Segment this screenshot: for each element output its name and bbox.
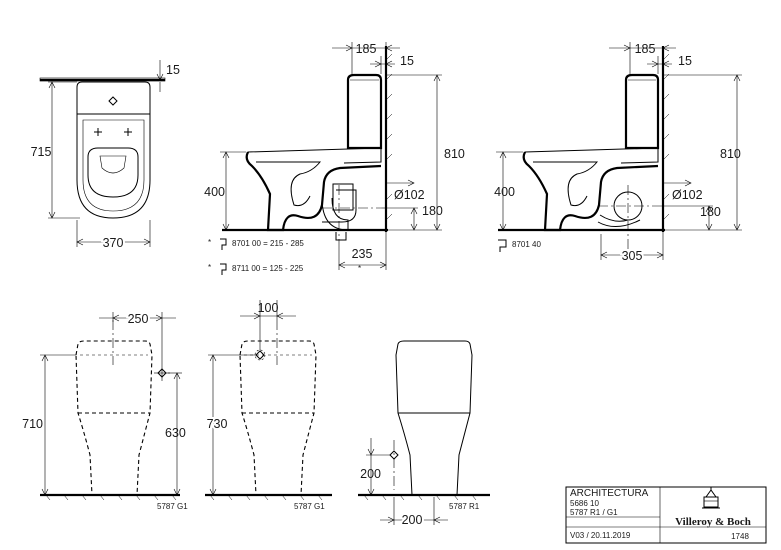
bowl-side [245,151,382,232]
p-star-1: * [208,238,211,247]
p-outlet-label: Ø102 [394,188,425,202]
brand-logo-icon [702,487,720,509]
p-height-label: 810 [444,147,465,161]
left-inlet-label: 630 [165,426,186,440]
s-lid-label: 185 [635,42,656,56]
plan-depth-label: 715 [31,145,52,159]
cistern-side [346,73,383,150]
short-connector-icon [220,263,227,275]
left-height-label: 710 [22,417,43,431]
inlet-valve-icon [389,450,399,460]
left-top-label: 250 [128,312,149,326]
flush-button-icon [108,96,118,106]
s-connector-icon [498,239,507,252]
bowl-outline [76,114,151,219]
p-projection-label: 235 [352,247,373,261]
cistern-view-middle: 100 730 5787 G1 [205,300,332,511]
s-seat-label: 400 [494,185,515,199]
p-star-2: * [208,263,211,272]
s-outlet-label: Ø102 [672,188,703,202]
side-view-s-trap: 185 15 810 400 Ø102 180 305 8701 40 [494,42,742,265]
code1-label: 5686 10 [570,499,599,508]
inlet-valve-icon [255,350,265,360]
left-code-label: 5787 G1 [157,502,188,511]
p-star-right: * [358,264,361,273]
middle-height-label: 730 [207,417,228,431]
cistern-side [624,73,660,150]
trap-connector-icon [220,238,227,250]
code2-label: 5787 R1 / G1 [570,508,618,517]
cistern-view-right: 200 200 5787 R1 [358,340,490,529]
p-outlet-height-label: 180 [422,204,443,218]
right-bottom-label: 200 [402,513,423,527]
middle-code-label: 5787 G1 [294,502,325,511]
s-outlet-height-label: 180 [700,205,721,219]
s-projection-label: 305 [622,249,643,263]
p-offset-label: 15 [400,54,414,68]
brand-name: Villeroy & Boch [675,516,751,528]
title-block: ARCHITECTURA 5686 10 5787 R1 / G1 V03 / … [565,486,767,544]
p-note-2: 8711 00 = 125 - 225 [232,264,304,273]
cistern-outline [395,340,473,496]
plan-view: 715 370 15 [31,60,180,252]
s-height-label: 810 [720,147,741,161]
series-label: ARCHITECTURA [570,488,649,499]
seat-opening [87,147,139,198]
middle-top-label: 100 [258,301,279,315]
cistern-dashed-outline [239,340,317,496]
cistern-dashed-outline [75,340,153,496]
right-inlet-label: 200 [360,467,381,481]
plan-width-label: 370 [103,236,124,250]
p-seat-label: 400 [204,185,225,199]
cistern-outline [76,81,151,115]
p-note-1: 8701 00 = 215 - 285 [232,239,304,248]
right-code-label: 5787 R1 [449,502,480,511]
p-lid-label: 185 [356,42,377,56]
cistern-view-left: 250 710 630 5787 G1 [22,310,188,511]
s-note: 8701 40 [512,240,541,249]
brand-year: 1748 [731,532,749,541]
s-offset-label: 15 [678,54,692,68]
bowl-side [522,151,659,232]
version-label: V03 / 20.11.2019 [570,531,631,540]
plan-offset-label: 15 [166,63,180,77]
side-view-p-trap: 185 15 810 400 Ø102 180 235 * * 8701 00 … [204,42,465,275]
